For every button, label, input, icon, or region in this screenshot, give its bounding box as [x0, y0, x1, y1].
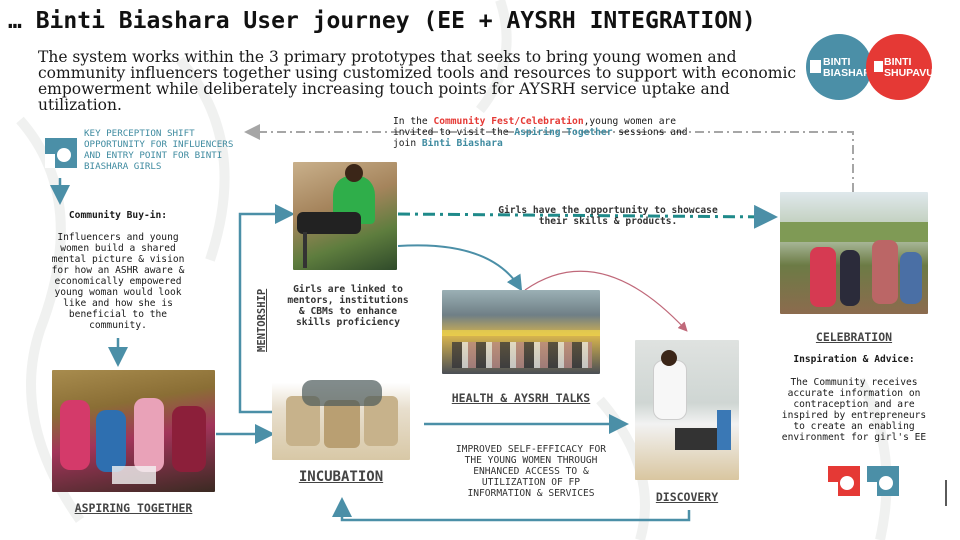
arrow-mentorship-to-celebration — [397, 204, 778, 229]
stage-aspiring-together: ASPIRING TOGETHER — [74, 501, 193, 515]
page-title: … Binti Biashara User journey (EE + AYSR… — [8, 8, 756, 34]
binti-shupavu-logo: BINTI SHUPAVU — [866, 34, 934, 100]
community-buyin-block: Community Buy-in: Influencers and young … — [48, 210, 188, 331]
biashara-logo-line1: BINTI — [823, 56, 851, 68]
intro-paragraph: The system works within the 3 primary pr… — [38, 48, 797, 114]
biashara-logo-line2: BIASHARA — [823, 67, 879, 79]
health-talks-photo — [442, 290, 600, 374]
mentorship-side-label: MENTORSHIP — [256, 288, 268, 352]
brand-mark-teal — [867, 466, 899, 496]
inspiration-title: Inspiration & Advice: — [793, 354, 915, 365]
self-efficacy-text: IMPROVED SELF-EFFICACY FOR THE YOUNG WOM… — [455, 444, 607, 499]
community-buyin-title: Community Buy-in: — [68, 210, 168, 221]
aspiring-together-photo — [52, 370, 215, 492]
aspiring-together-highlight: Aspiring Together — [514, 127, 613, 138]
brand-mark-red — [828, 466, 860, 496]
binti-biashara-highlight: Binti Biashara — [421, 138, 503, 149]
shupavu-logo-mark — [874, 61, 883, 72]
arrow-health-to-discovery — [524, 270, 688, 332]
community-fest-highlight: Community Fest/Celebration — [433, 116, 584, 127]
shupavu-logo-line1: BINTI — [884, 56, 912, 68]
arrow-discovery-to-incubation — [332, 497, 691, 522]
mentorship-photo — [293, 162, 397, 270]
discovery-photo — [635, 340, 739, 480]
stage-incubation: INCUBATION — [298, 469, 384, 485]
arrow-mentorship-to-health — [397, 244, 523, 292]
community-buyin-body: Influencers and young women build a shar… — [51, 232, 185, 331]
biashara-logo-mark — [810, 60, 821, 73]
celebration-photo — [780, 192, 928, 314]
inspiration-body: The Community receives accurate informat… — [781, 377, 927, 443]
key-shift-icon — [45, 138, 77, 168]
shupavu-logo-line2: SHUPAVU — [884, 67, 934, 79]
key-shift-text: KEY PERCEPTION SHIFT OPPORTUNITY FOR INF… — [84, 128, 234, 172]
stage-discovery: DISCOVERY — [655, 490, 719, 504]
stage-health-talks: HEALTH & AYSRH TALKS — [451, 391, 591, 405]
incubation-photo — [272, 374, 410, 460]
binti-biashara-logo: BINTI BIASHARA — [806, 34, 878, 100]
arrow-incubation-to-mentorship — [238, 204, 295, 414]
showcase-text: Girls have the opportunity to showcase t… — [498, 205, 718, 227]
mentorship-text: Girls are linked to mentors, institution… — [287, 284, 409, 328]
stage-celebration: CELEBRATION — [815, 330, 893, 344]
community-fest-text: In the Community Fest/Celebration,young … — [393, 116, 688, 149]
arrow-celebration-to-keyshift — [244, 124, 854, 192]
inspiration-block: Inspiration & Advice: The Community rece… — [776, 354, 932, 443]
